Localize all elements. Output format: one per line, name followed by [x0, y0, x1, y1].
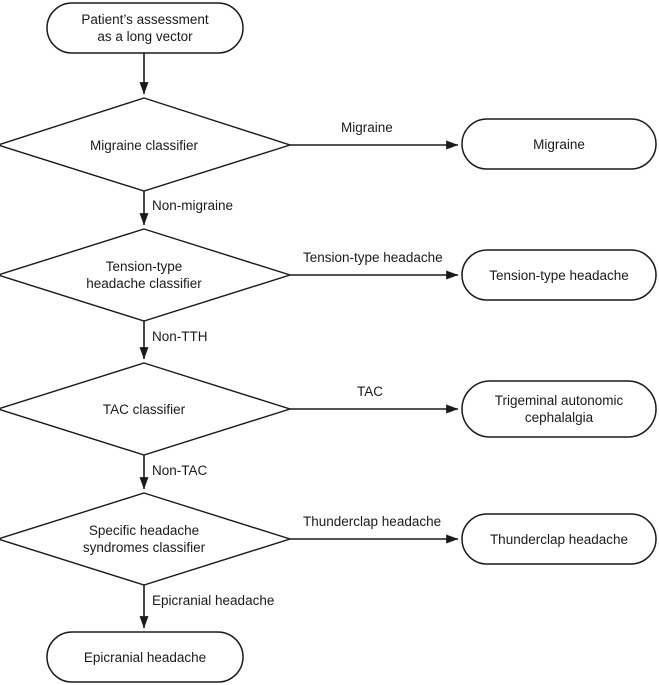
edge-label-thunderclap-yes: Thunderclap headache	[303, 514, 442, 529]
node-shape-input	[46, 2, 244, 54]
edge-label-migraine-no: Non-migraine	[152, 198, 234, 213]
node-shape-tth-result	[461, 249, 657, 301]
node-shape-epicranial-result	[46, 631, 244, 683]
edge-label-tth-yes: Tension-type headache	[303, 250, 443, 265]
edge-label-tac-yes: TAC	[357, 384, 383, 399]
node-shape-thunderclap-result	[461, 513, 657, 565]
edge-label-tac-no: Non-TAC	[152, 463, 208, 478]
node-shape-migraine-classifier	[0, 97, 293, 192]
node-shape-tac-result	[461, 380, 657, 438]
node-shape-tac-classifier	[0, 362, 293, 456]
edge-label-tth-no: Non-TTH	[152, 329, 208, 344]
node-shape-tth-classifier	[0, 228, 293, 322]
node-shape-migraine-result	[461, 118, 657, 170]
edge-label-epicranial-yes: Epicranial headache	[152, 593, 275, 608]
edge-label-migraine-yes: Migraine	[341, 120, 393, 135]
node-shape-specific-classifier	[0, 492, 293, 586]
